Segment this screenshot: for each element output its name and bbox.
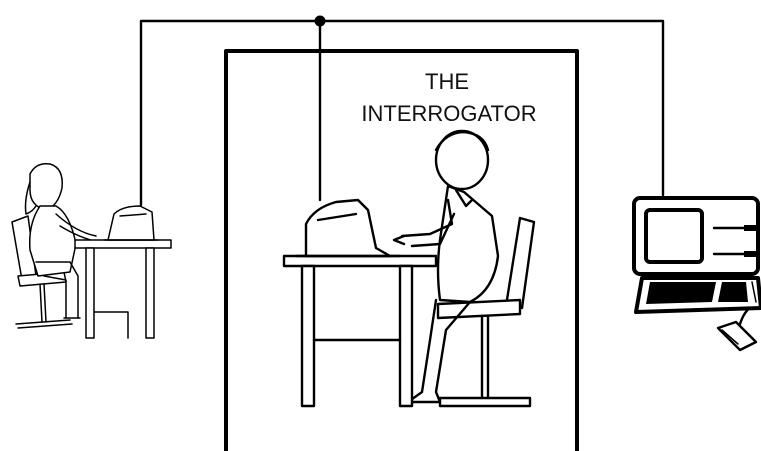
human-desk [75,240,171,338]
room-label-line-1: THE [425,69,469,94]
interrogator-desk [284,256,436,406]
interrogator-typewriter [296,200,400,256]
human-participant [12,164,171,338]
computer-terminal [634,198,761,350]
computer-mouse [718,308,756,350]
human-typewriter [104,206,158,240]
room-label-line-2: INTERROGATOR [361,101,536,126]
computer-monitor [634,198,758,274]
wire-to-human [141,21,320,205]
interrogator-person [284,131,534,406]
room-label: THE INTERROGATOR [361,69,536,126]
computer-keyboard [636,278,761,312]
wire-junction-dot [315,16,326,27]
